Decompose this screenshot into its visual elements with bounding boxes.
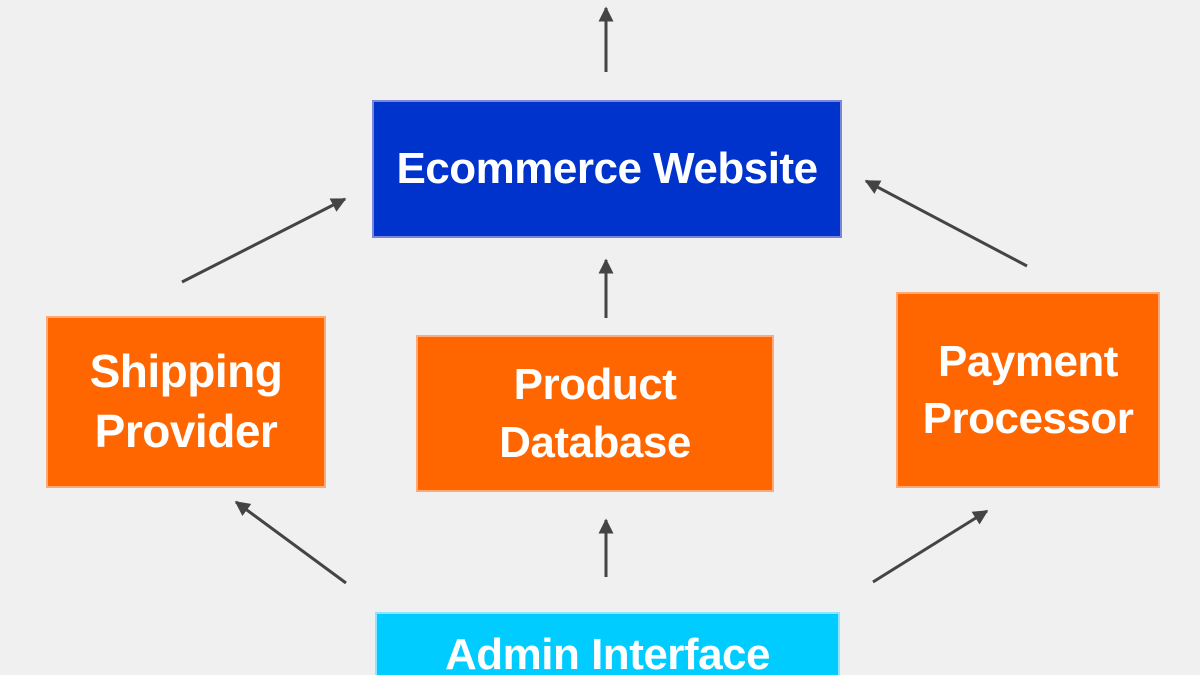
node-shipping-provider-label: Shipping Provider <box>89 345 283 457</box>
arrow-shipping-to-ecommerce <box>181 197 347 284</box>
node-product-database: Product Database <box>416 335 774 492</box>
node-ecommerce-website: Ecommerce Website <box>372 100 842 238</box>
node-payment-processor: Payment Processor <box>896 292 1160 488</box>
arrow-admin-to-shipping <box>234 500 347 585</box>
node-product-database-label: Product Database <box>499 360 691 467</box>
node-admin-interface: Admin Interface <box>375 612 840 675</box>
arrow-admin-to-payment <box>872 509 989 584</box>
arrow-payment-to-ecommerce <box>864 179 1028 268</box>
node-ecommerce-website-label: Ecommerce Website <box>396 144 818 194</box>
node-admin-interface-label: Admin Interface <box>444 630 771 675</box>
node-payment-processor-label: Payment Processor <box>922 336 1134 443</box>
node-shipping-provider: Shipping Provider <box>46 316 326 488</box>
